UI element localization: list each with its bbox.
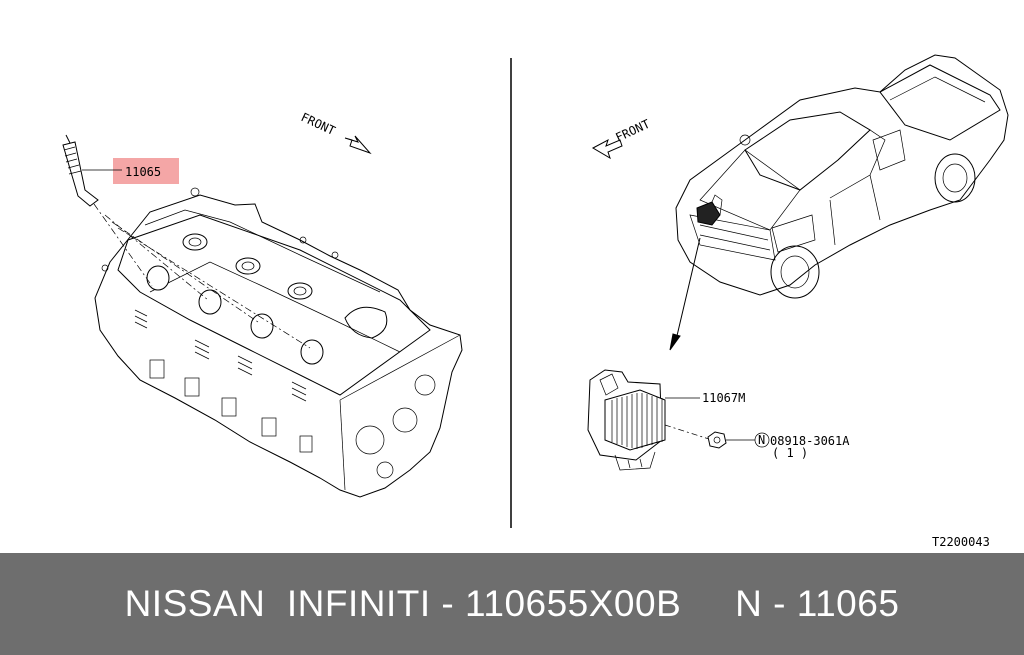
location-arrow (669, 237, 701, 351)
svg-text:FRONT: FRONT (613, 117, 652, 145)
svg-text:08918-3061A: 08918-3061A (770, 434, 850, 448)
banner-text: NISSAN INFINITI - 110655X00B N - 11065 (124, 583, 900, 624)
glow-control-module-illustration: 11067M (587, 369, 745, 471)
svg-text:N: N (758, 433, 765, 447)
nut-illustration (707, 431, 755, 449)
front-arrow-left: FRONT (299, 110, 372, 155)
cylinder-head-illustration (94, 187, 463, 498)
svg-text:( 1 ): ( 1 ) (772, 446, 808, 460)
parts-diagram: 11065 FRONT FRONT (62, 54, 1009, 549)
pickup-truck-illustration (675, 54, 1009, 299)
nut-part-label[interactable]: N 08918-3061A ( 1 ) (754, 432, 850, 460)
svg-text:11065: 11065 (125, 165, 161, 179)
glow-plug-illustration (62, 134, 311, 349)
part-number-banner: NISSAN INFINITI - 110655X00B N - 11065 (0, 553, 1024, 655)
part-label-11065[interactable]: 11065 (82, 158, 179, 184)
figure-code: T2200043 (932, 535, 990, 549)
front-arrow-right: FRONT (591, 117, 652, 160)
module-part-label[interactable]: 11067M (702, 391, 745, 405)
svg-text:FRONT: FRONT (299, 110, 338, 138)
